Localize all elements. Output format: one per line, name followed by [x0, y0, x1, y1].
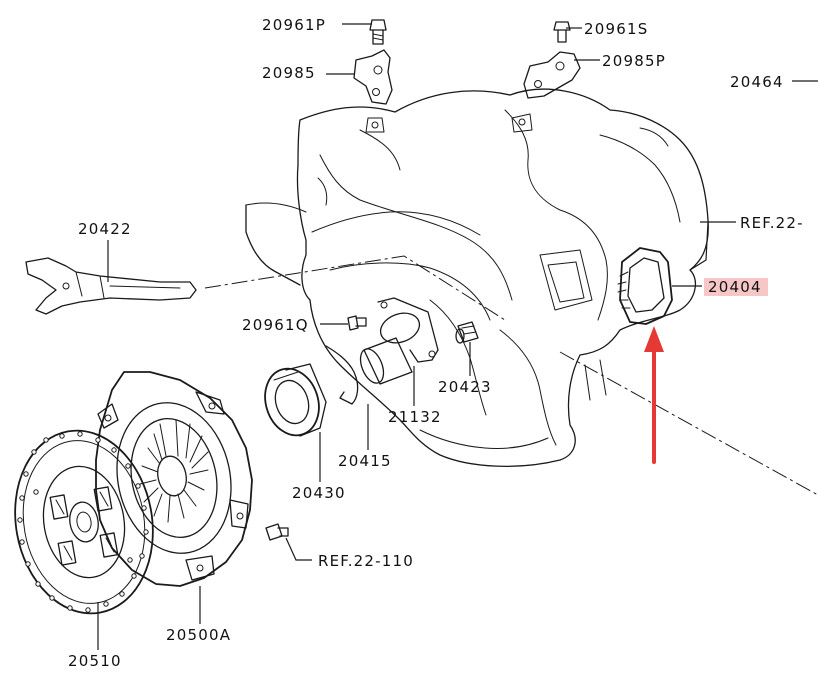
clip-20415-drawing — [325, 345, 359, 405]
release-bearing-20430-drawing — [264, 363, 327, 437]
label-20500a: 20500A — [166, 626, 232, 644]
indicator-arrow — [644, 326, 664, 464]
pressure-plate-20500a-drawing — [95, 371, 253, 587]
label-20961s: 20961S — [584, 20, 649, 38]
transaxle-housing-outline — [245, 88, 709, 467]
label-ref22-110: REF.22-110 — [318, 552, 415, 570]
bracket-20985p-drawing — [523, 51, 581, 99]
label-20961p: 20961P — [262, 16, 326, 34]
bracket-20985-drawing — [353, 49, 393, 105]
label-20464: 20464 — [730, 73, 784, 91]
bolt-20961q-drawing — [347, 315, 367, 331]
axis-centerline-main — [559, 351, 818, 496]
label-20422: 20422 — [78, 220, 132, 238]
label-20423: 20423 — [438, 378, 492, 396]
guide-sleeve-21132-drawing — [359, 297, 439, 385]
label-20415: 20415 — [338, 452, 392, 470]
label-20961q: 20961Q — [242, 316, 309, 334]
label-20510: 20510 — [68, 652, 122, 670]
shift-fork-20422-drawing — [25, 257, 197, 315]
axis-centerline-fork — [204, 255, 506, 321]
bolt-20961s-drawing — [553, 21, 571, 43]
pivot-20423-drawing — [455, 321, 479, 344]
label-20430: 20430 — [292, 484, 346, 502]
label-20404: 20404 — [704, 278, 768, 296]
clutch-disc-20510-drawing — [14, 429, 154, 615]
label-ref22-top: REF.22- — [740, 214, 804, 232]
bolt-ref22-110-drawing — [265, 523, 289, 541]
bolt-20961p-drawing — [369, 19, 387, 45]
cover-20404-drawing — [617, 247, 673, 325]
label-20985p: 20985P — [602, 52, 666, 70]
leader-lines — [97, 23, 818, 650]
label-21132: 21132 — [388, 408, 442, 426]
label-20985: 20985 — [262, 64, 316, 82]
